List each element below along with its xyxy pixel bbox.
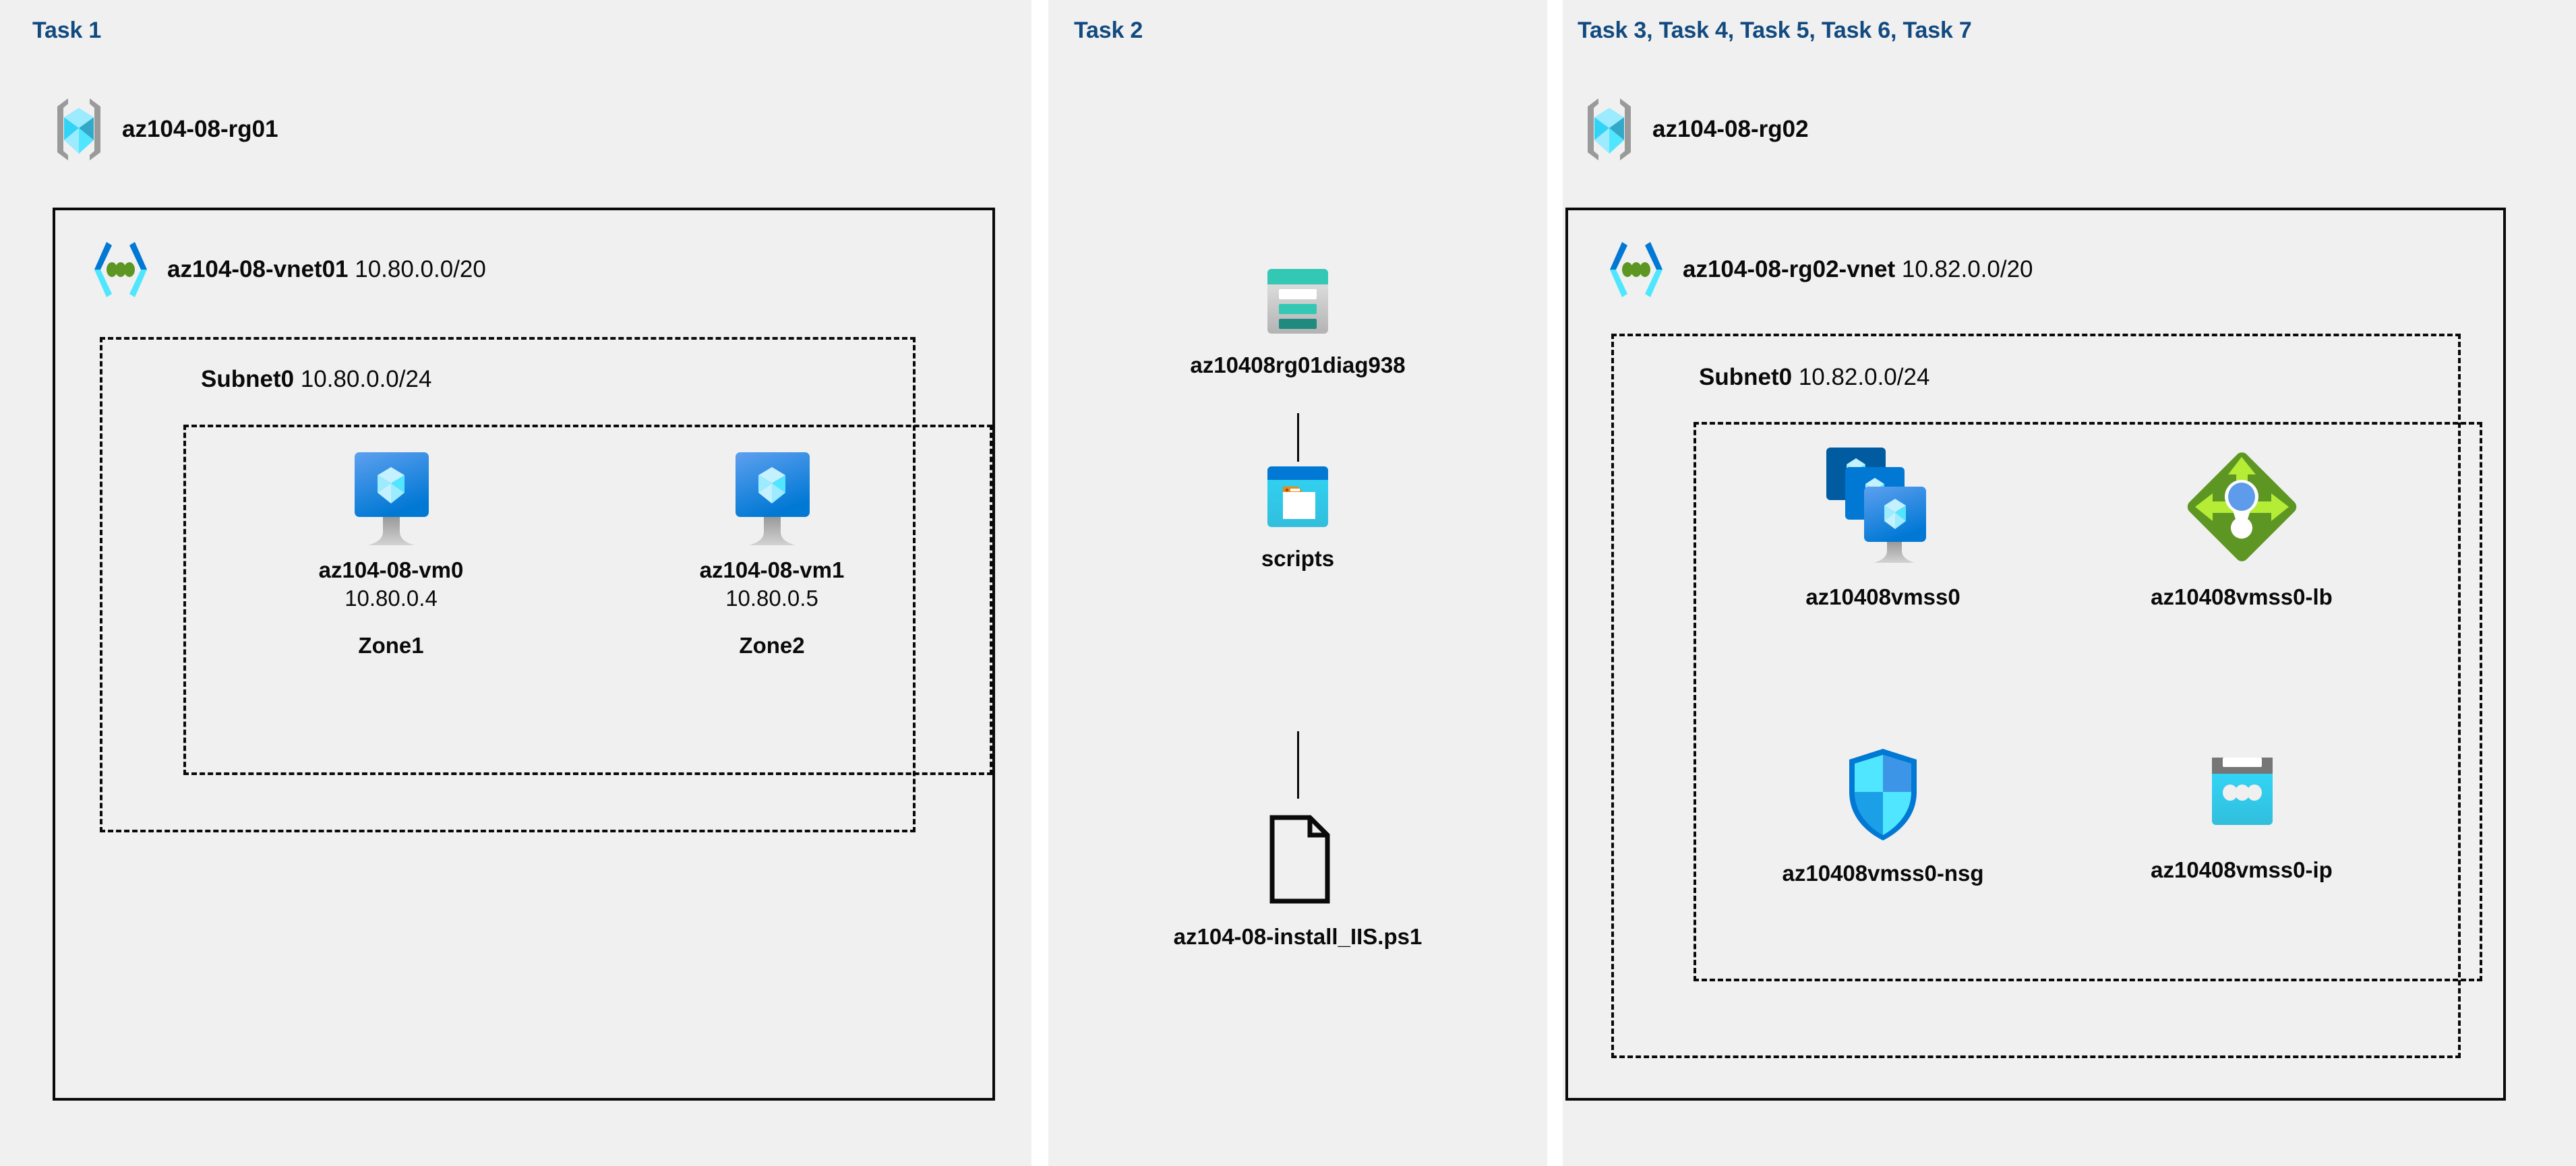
vnet01-name: az104-08-vnet01	[167, 256, 349, 282]
subnet0-cidr-p1: 10.80.0.0/24	[300, 366, 432, 392]
blob-container-name: scripts	[1261, 546, 1335, 571]
rg02-vnet-header: az104-08-rg02-vnet 10.82.0.0/20	[1605, 239, 2033, 300]
vnet01-label: az104-08-vnet01 10.80.0.0/20	[167, 256, 486, 283]
rg01-name: az104-08-rg01	[122, 116, 278, 142]
vm0-zone: Zone1	[358, 633, 424, 658]
rg01-header: az104-08-rg01	[51, 94, 278, 164]
nsg-node[interactable]: az10408vmss0-nsg	[1731, 745, 2035, 888]
storage-account-node[interactable]: az10408rg01diag938	[1119, 266, 1476, 379]
load-balancer-icon	[2183, 445, 2301, 570]
vmss-node[interactable]: az10408vmss0	[1731, 445, 2035, 611]
vm0-name: az104-08-vm0	[318, 557, 464, 582]
vnet01-cidr: 10.80.0.0/20	[355, 256, 486, 282]
subnet0-box-p1	[100, 337, 916, 832]
file-icon	[1260, 812, 1336, 907]
rg02-vnet-label: az104-08-rg02-vnet 10.82.0.0/20	[1683, 256, 2033, 283]
task2-title: Task 2	[1074, 18, 1143, 43]
load-balancer-name: az10408vmss0-lb	[2151, 584, 2333, 609]
vm1-ip: 10.80.0.5	[725, 586, 818, 611]
virtual-network-icon	[89, 239, 152, 300]
task3to7-title: Task 3, Task 4, Task 5, Task 6, Task 7	[1578, 18, 1972, 43]
load-balancer-node[interactable]: az10408vmss0-lb	[2090, 445, 2393, 611]
panel-task2	[1048, 0, 1547, 1166]
vmss-name: az10408vmss0	[1805, 584, 1960, 609]
panel-task1	[0, 0, 1031, 1166]
task1-title: Task 1	[32, 18, 102, 43]
rg02-vnet-box	[1565, 208, 2506, 1101]
vm1-node[interactable]: az104-08-vm1 10.80.0.5 Zone2	[644, 448, 900, 658]
vm-scale-set-icon	[1822, 445, 1944, 570]
virtual-network-icon	[1605, 239, 1668, 300]
blob-container-icon	[1265, 465, 1330, 530]
public-ip-address-icon	[2200, 755, 2284, 842]
rg02-vnet-cidr: 10.82.0.0/20	[1901, 256, 2033, 282]
public-ip-name: az10408vmss0-ip	[2151, 857, 2333, 882]
rg02-vnet-name: az104-08-rg02-vnet	[1683, 256, 1896, 282]
nsg-name: az10408vmss0-nsg	[1782, 861, 1984, 886]
subnet0-name-p3: Subnet0	[1699, 364, 1793, 390]
connector-container-to-file	[1297, 731, 1299, 799]
vnet01-box	[53, 208, 995, 1101]
vm0-ip: 10.80.0.4	[345, 586, 438, 611]
rg02-header: az104-08-rg02	[1581, 94, 1809, 164]
rg02-name: az104-08-rg02	[1652, 116, 1809, 142]
rg02-label: az104-08-rg02	[1652, 116, 1809, 143]
resource-group-icon	[51, 94, 107, 164]
resource-group-icon	[1581, 94, 1638, 164]
virtual-machine-icon	[723, 448, 821, 556]
file-name: az104-08-install_IIS.ps1	[1173, 924, 1422, 949]
network-security-group-icon	[1843, 745, 1923, 846]
zones-box	[183, 425, 992, 775]
vnet01-header: az104-08-vnet01 10.80.0.0/20	[89, 239, 486, 300]
panel-task3-7	[1563, 0, 2576, 1166]
vm1-zone: Zone2	[739, 633, 805, 658]
storage-account-icon	[1264, 266, 1331, 336]
rg01-label: az104-08-rg01	[122, 116, 278, 143]
vm1-name: az104-08-vm1	[699, 557, 845, 582]
public-ip-node[interactable]: az10408vmss0-ip	[2090, 755, 2393, 884]
virtual-machine-icon	[342, 448, 440, 556]
file-node[interactable]: az104-08-install_IIS.ps1	[1085, 812, 1510, 951]
blob-container-node[interactable]: scripts	[1173, 465, 1422, 573]
subnet0-name-p1: Subnet0	[201, 366, 295, 392]
vm0-node[interactable]: az104-08-vm0 10.80.0.4 Zone1	[263, 448, 519, 658]
connector-storage-to-container	[1297, 413, 1299, 462]
storage-account-name: az10408rg01diag938	[1190, 352, 1406, 377]
subnet0-label-p1: Subnet0 10.80.0.0/24	[201, 366, 431, 393]
subnet0-label-p3: Subnet0 10.82.0.0/24	[1699, 364, 1929, 391]
vmss-resources-box	[1694, 422, 2482, 981]
subnet0-box-p3	[1611, 334, 2461, 1058]
subnet0-cidr-p3: 10.82.0.0/24	[1798, 364, 1930, 390]
